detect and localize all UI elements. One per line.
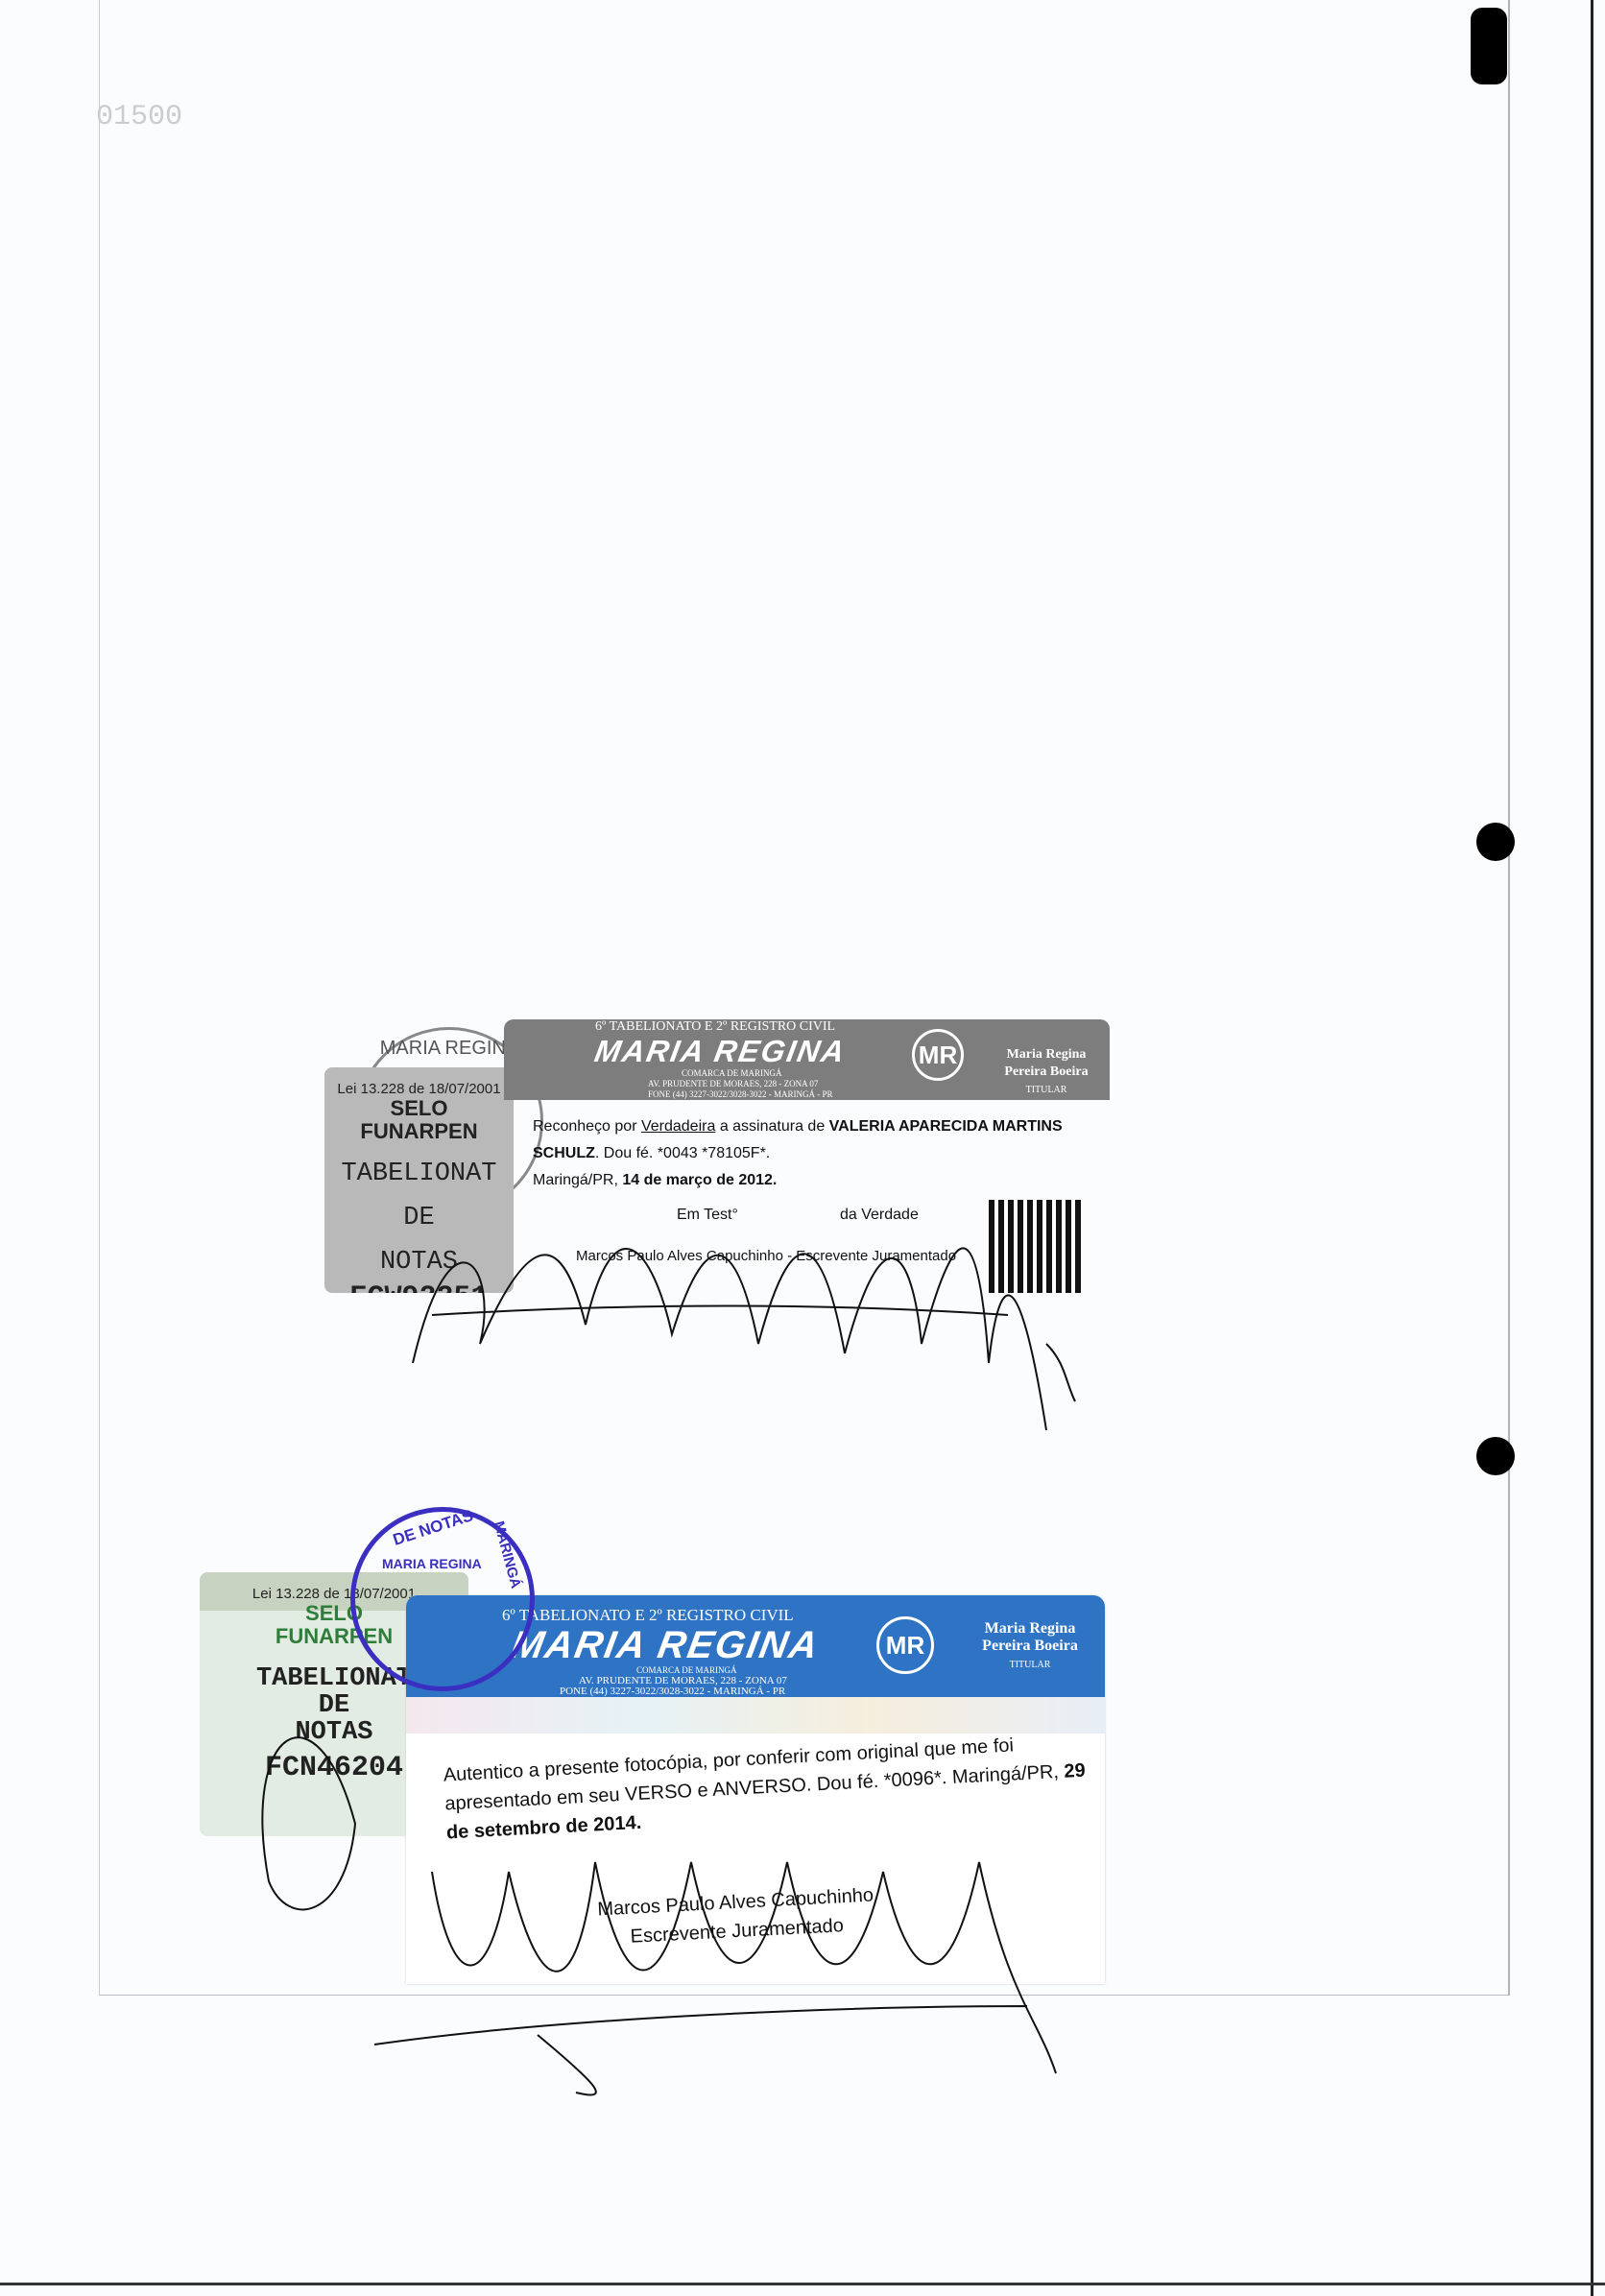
- selo-title: SELO: [390, 1096, 448, 1120]
- notary-name: MARIA REGINA: [591, 1034, 850, 1068]
- selo-funarpen: Lei 13.228 de 18/07/2001 SELO FUNARPEN T…: [324, 1067, 514, 1293]
- page-number: 01500: [96, 101, 183, 133]
- owner-title: TITULAR: [1025, 1085, 1067, 1095]
- notary-comarca: COMARCA DE MARINGÁ: [682, 1068, 782, 1078]
- text: Em Test°: [677, 1207, 738, 1223]
- notary-address: AV. PRUDENTE DE MORAES, 228 - ZONA 07: [648, 1079, 819, 1088]
- seal-text: MARIA REGINA: [382, 1556, 482, 1571]
- owner-name: Maria Regina: [984, 1620, 1076, 1637]
- selo-tab: DE: [318, 1691, 350, 1720]
- page-bottom-edge: [0, 2283, 1605, 2285]
- text: . Dou fé. *0043 *78105F*.: [594, 1145, 771, 1161]
- selo-law: Lei 13.228 de 18/07/2001: [337, 1081, 501, 1097]
- notary-header: 6º TABELIONATO E 2º REGISTRO CIVIL MARIA…: [504, 1019, 1110, 1100]
- notary-comarca: COMARCA DE MARINGÁ: [636, 1665, 737, 1675]
- page-edge: [1591, 0, 1593, 2296]
- authentication-text: Autentico a presente fotocópia, por conf…: [443, 1728, 1090, 1848]
- notary-phone: FONE (44) 3227-3022/3028-3022 - MARINGÁ …: [648, 1089, 833, 1099]
- text: da Verdade: [840, 1207, 919, 1223]
- binder-mark: [1471, 8, 1507, 84]
- notary-name: MARIA REGINA: [508, 1624, 824, 1666]
- punch-hole: [1476, 823, 1515, 861]
- selo-tab: DE: [403, 1204, 435, 1232]
- notary-address: AV. PRUDENTE DE MORAES, 228 - ZONA 07: [579, 1675, 787, 1686]
- round-seal-text: MARIA REGINA: [379, 1038, 519, 1059]
- blue-round-seal: DE NOTAS MARINGÁ MARIA REGINA: [350, 1506, 535, 1691]
- mr-logo: MR: [876, 1616, 934, 1674]
- signatory-name: VALERIA APARECIDA MARTINS SCHULZ: [533, 1118, 1063, 1161]
- qr-code: [989, 1200, 1082, 1293]
- mr-logo: MR: [912, 1029, 964, 1081]
- owner-name: Pereira Boeira: [982, 1638, 1078, 1654]
- text: Maringá/PR,: [533, 1172, 623, 1188]
- text: Verdadeira: [640, 1118, 716, 1135]
- punch-hole: [1476, 1437, 1515, 1475]
- notary-phone: PONE (44) 3227-3022/3028-3022 - MARINGÁ …: [560, 1686, 786, 1697]
- text: Autentico a presente fotocópia, por conf…: [443, 1734, 1066, 1815]
- text: a assinatura de: [719, 1118, 826, 1135]
- selo-title: FUNARPEN: [360, 1119, 478, 1143]
- owner-name: Pereira Boeira: [1004, 1064, 1089, 1079]
- notary-line1: 6º TABELIONATO E 2º REGISTRO CIVIL: [595, 1019, 836, 1034]
- owner-name: Maria Regina: [1006, 1047, 1087, 1062]
- date: 14 de março de 2012.: [622, 1172, 778, 1188]
- owner-title: TITULAR: [1009, 1660, 1051, 1670]
- hologram-strip: [406, 1697, 1105, 1734]
- selo-code: ECW92251: [324, 1281, 514, 1293]
- notary-line1: 6º TABELIONATO E 2º REGISTRO CIVIL: [502, 1606, 794, 1624]
- selo-tab: TABELIONAT: [341, 1160, 497, 1188]
- selo-tab: NOTAS: [379, 1248, 458, 1277]
- text: Reconheço por: [533, 1118, 637, 1135]
- recognition-text: Reconheço por Verdadeira a assinatura de…: [533, 1113, 1070, 1194]
- signer-name: Marcos Paulo Alves Capuchinho - Escreven…: [576, 1248, 957, 1264]
